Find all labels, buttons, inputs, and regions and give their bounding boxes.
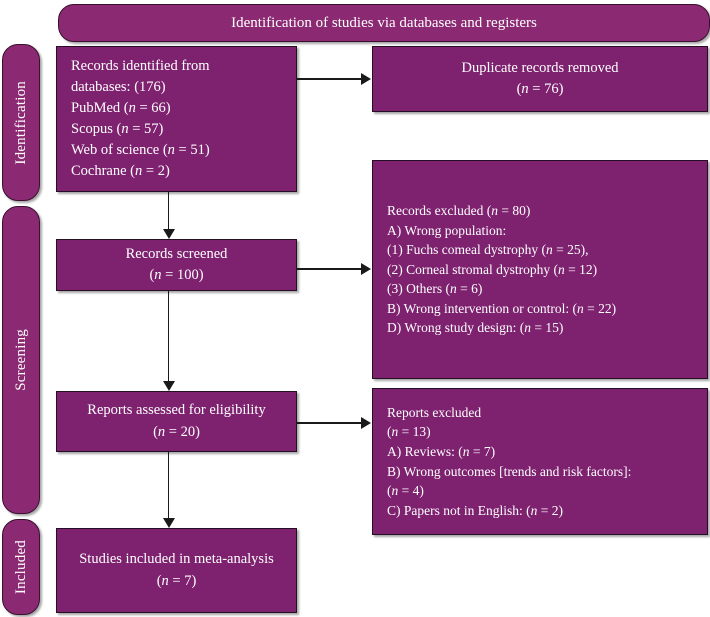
connector-assessed-to-studies-included	[167, 452, 169, 518]
connector-identified-to-duplicates	[297, 78, 361, 80]
studies-included-line-1: Studies included in meta-analysis	[79, 551, 274, 568]
connector-screened-to-reports-assessed	[167, 291, 169, 381]
duplicates-removed-line-1: Duplicate records removed	[461, 59, 619, 76]
records-excluded-line-7: D) Wrong study design: (n = 15)	[387, 320, 564, 336]
phase-bar-identification: Identification	[2, 44, 40, 201]
phase-label-screening: Screening	[12, 329, 29, 391]
studies-included-line-2: (n = 7)	[156, 572, 197, 589]
records-identified-line-6: Cochrane (n = 2)	[71, 163, 170, 180]
arrowhead-assessed-to-reports-excluded	[361, 416, 371, 429]
arrowhead-identified-to-duplicates	[361, 72, 371, 85]
connector-screened-to-records-excluded	[297, 268, 361, 270]
reports-excluded-line-5: (n = 4)	[387, 483, 424, 499]
phase-label-identification: Identification	[12, 80, 29, 165]
records-identified-line-4: Scopus (n = 57)	[71, 121, 164, 137]
box-reports-assessed: Reports assessed for eligibility (n = 20…	[56, 391, 297, 452]
connector-identified-to-screened	[167, 192, 169, 229]
records-identified-line-5: Web of science (n = 51)	[71, 142, 210, 159]
records-excluded-line-4: (2) Corneal stromal dystrophy (n = 12)	[387, 261, 598, 277]
phase-bar-screening: Screening	[2, 206, 40, 514]
records-excluded-line-2: A) Wrong population:	[387, 222, 507, 238]
diagram-title: Identification of studies via databases …	[231, 14, 537, 31]
phase-label-included: Included	[12, 539, 29, 595]
arrowhead-assessed-to-studies-included	[162, 518, 175, 528]
phase-bar-included: Included	[2, 519, 40, 615]
records-excluded-line-1: Records excluded (n = 80)	[387, 203, 531, 219]
box-duplicate-records-removed: Duplicate records removed (n = 76)	[372, 46, 708, 112]
reports-excluded-line-3: A) Reviews: (n = 7)	[387, 443, 496, 459]
duplicates-removed-line-2: (n = 76)	[516, 81, 564, 97]
records-excluded-line-6: B) Wrong intervention or control: (n = 2…	[387, 300, 617, 316]
records-excluded-line-3: (1) Fuchs comeal dystrophy (n = 25),	[387, 242, 589, 258]
arrowhead-identified-to-screened	[162, 229, 175, 239]
connector-assessed-to-reports-excluded	[297, 422, 361, 424]
records-excluded-line-5: (3) Others (n = 6)	[387, 281, 483, 297]
arrowhead-screened-to-records-excluded	[361, 262, 371, 275]
box-records-screened: Records screened (n = 100)	[56, 239, 297, 291]
reports-excluded-line-6: C) Papers not in English: (n = 2)	[387, 502, 563, 518]
box-reports-excluded: Reports excluded (n = 13) A) Reviews: (n…	[372, 388, 708, 535]
box-records-excluded: Records excluded (n = 80) A) Wrong popul…	[372, 160, 708, 379]
box-records-identified: Records identified from databases: (176)…	[56, 46, 297, 192]
records-screened-line-2: (n = 100)	[149, 267, 204, 283]
diagram-title-banner: Identification of studies via databases …	[58, 4, 710, 42]
reports-assessed-line-2: (n = 20)	[153, 423, 200, 440]
records-identified-line-2: databases: (176)	[71, 78, 166, 95]
reports-excluded-line-2: (n = 13)	[387, 424, 431, 440]
records-identified-line-1: Records identified from	[71, 57, 210, 74]
reports-excluded-line-4: B) Wrong outcomes [trends and risk facto…	[387, 463, 632, 479]
records-identified-line-3: PubMed (n = 66)	[71, 99, 171, 116]
box-studies-included: Studies included in meta-analysis (n = 7…	[56, 528, 297, 613]
reports-assessed-line-1: Reports assessed for eligibility	[87, 402, 266, 419]
reports-excluded-line-1: Reports excluded	[387, 404, 482, 420]
arrowhead-screened-to-reports-assessed	[162, 381, 175, 391]
records-screened-line-1: Records screened	[125, 245, 228, 262]
